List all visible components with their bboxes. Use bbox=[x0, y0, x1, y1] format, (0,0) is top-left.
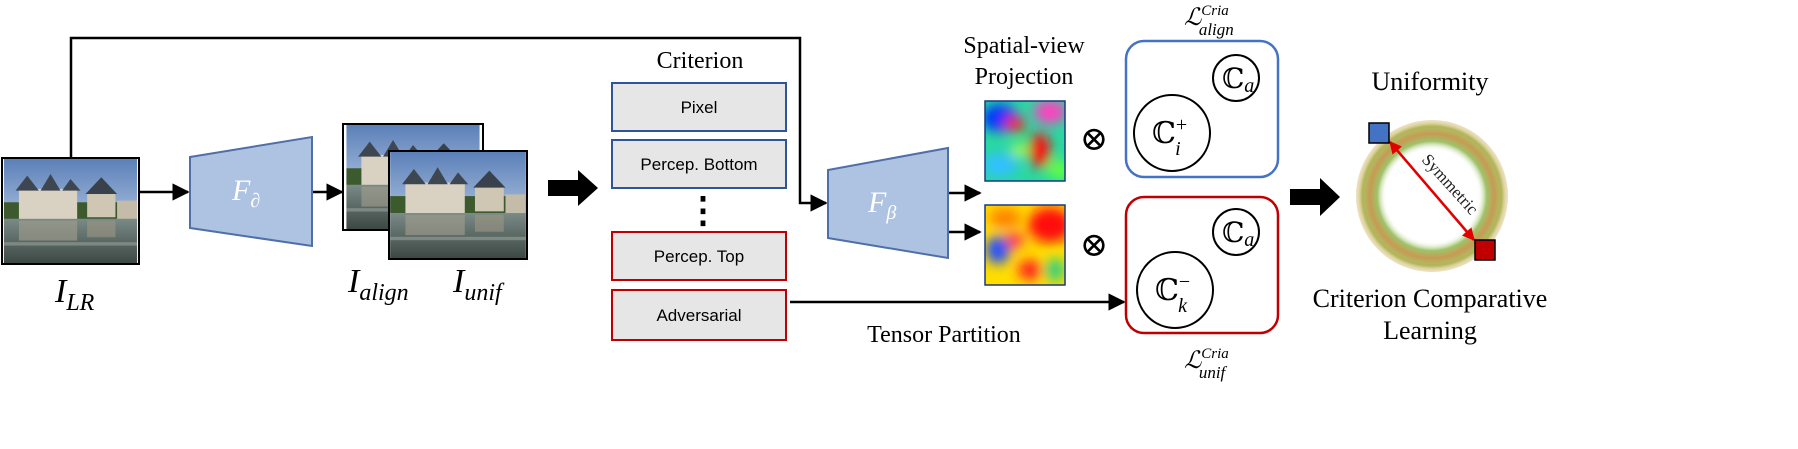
tensor-partition-label: Tensor Partition bbox=[867, 322, 1021, 348]
heatmap-top bbox=[984, 100, 1066, 182]
skip-connection-arrow bbox=[69, 36, 828, 212]
projection-title-line2: Projection bbox=[975, 64, 1074, 90]
caption-line2: Learning bbox=[1383, 316, 1477, 345]
projector-label: Fβ bbox=[867, 186, 896, 224]
svg-text:Pixel: Pixel bbox=[681, 98, 718, 117]
caption-line1: Criterion Comparative bbox=[1313, 284, 1548, 313]
output-label-align: Ialign bbox=[347, 263, 409, 306]
output-image-unif bbox=[388, 150, 528, 260]
svg-text:Percep. Bottom: Percep. Bottom bbox=[640, 155, 757, 174]
generator-label: F∂ bbox=[231, 174, 260, 212]
blue-sample-square bbox=[1368, 122, 1390, 144]
otimes-bottom: ⊗ bbox=[1080, 227, 1109, 264]
unif-negative-circle bbox=[1136, 251, 1214, 329]
align-positive-circle bbox=[1133, 94, 1211, 172]
input-label: ILR bbox=[54, 273, 95, 316]
otimes-top: ⊗ bbox=[1080, 121, 1109, 158]
uniformity-title: Uniformity bbox=[1372, 67, 1489, 96]
heatmap-bottom bbox=[984, 204, 1066, 286]
unif-negative-label: ℂ−k bbox=[1155, 271, 1190, 317]
criterion-item-adversarial: Adversarial bbox=[611, 289, 787, 341]
output-label-unif: Iunif bbox=[452, 263, 505, 306]
align-anchor-circle bbox=[1212, 54, 1260, 102]
unif-anchor-label: ℂa bbox=[1222, 218, 1254, 251]
big-arrow-to-uniformity bbox=[1290, 178, 1340, 216]
criterion-ellipsis: ⋮ bbox=[685, 190, 721, 230]
projection-title-line1: Spatial-view bbox=[963, 33, 1085, 59]
generator-block bbox=[189, 135, 313, 248]
criterion-item-pixel: Pixel bbox=[611, 82, 787, 132]
red-sample-square bbox=[1474, 239, 1496, 261]
input-image bbox=[1, 157, 140, 265]
projector-block bbox=[827, 146, 949, 260]
uniformity-ring-band bbox=[1356, 120, 1508, 272]
big-arrow-to-criterion bbox=[548, 170, 598, 206]
svg-text:Percep. Top: Percep. Top bbox=[654, 247, 744, 266]
criterion-item-percep-bottom: Percep. Bottom bbox=[611, 139, 787, 189]
svg-text:Adversarial: Adversarial bbox=[656, 306, 741, 325]
align-positive-label: ℂ+i bbox=[1152, 114, 1187, 160]
unif-anchor-circle bbox=[1212, 208, 1260, 256]
criterion-item-percep-top: Percep. Top bbox=[611, 231, 787, 281]
symmetric-arrow bbox=[1389, 141, 1475, 241]
align-anchor-label: ℂa bbox=[1222, 64, 1254, 97]
criterion-title: Criterion bbox=[657, 48, 744, 74]
